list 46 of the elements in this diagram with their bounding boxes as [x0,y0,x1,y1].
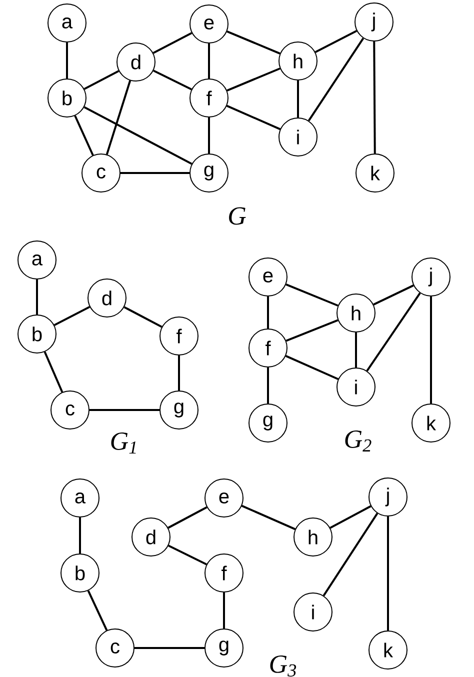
edge-line [322,512,378,596]
graph-label: G$_{1}$ [111,432,136,454]
edge-line [120,172,190,174]
edge-line [223,592,225,628]
edge-line [124,306,162,328]
edge-line [366,292,421,372]
edge-line [152,32,192,54]
edge-line [355,332,357,368]
edge-line [79,518,81,554]
graph-label: G [229,207,246,225]
edge-line [134,647,204,649]
edge-line [208,118,210,154]
edge-line [36,280,38,314]
edge-line [387,516,389,630]
edge-line [87,590,108,631]
edge-line [66,42,68,78]
edge-line [297,80,299,118]
edge-line [373,284,414,306]
edge-line [267,368,269,404]
edge-line [285,355,339,380]
edge-line [54,306,90,326]
edge-line [90,409,160,411]
edge-line [74,115,94,156]
edge-line [286,319,338,342]
edge-line [330,505,372,529]
edge-line [226,104,281,130]
edge-line [153,70,192,90]
edge-line [308,38,364,122]
edge-line [314,30,358,53]
edge-line [44,352,64,393]
graph-label: G$_{3}$ [270,655,296,677]
edge-line [168,544,207,566]
edge-line [286,283,338,307]
edge-line [373,42,376,154]
edge-line [178,356,180,390]
edge-line [226,30,280,54]
edge-line [106,80,132,155]
edge-line [208,44,210,78]
edge-line [267,296,269,328]
edge-line [84,70,120,90]
edge-line [84,106,192,165]
edge-line [168,506,208,529]
edge-line [430,296,432,404]
edge-line [226,68,280,92]
edge-line [241,504,296,530]
graph-label: G$_{2}$ [345,430,372,452]
